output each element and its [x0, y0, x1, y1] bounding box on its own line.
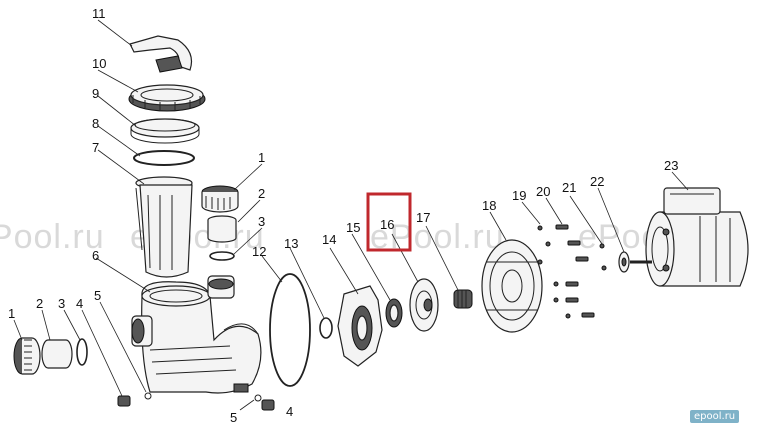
callout-14: 14: [322, 232, 336, 247]
callout-2-lower: 2: [36, 296, 43, 311]
callout-17: 17: [416, 210, 430, 225]
corner-logo: epool.ru: [690, 410, 740, 423]
part-drain-plug-left: [117, 395, 131, 407]
callout-4-bottom: 4: [286, 404, 293, 419]
part-pump-housing: [131, 275, 262, 394]
part-drain-plug-bottom: [261, 399, 275, 411]
part-union-oring-upper: [209, 251, 235, 261]
callout-5-left: 5: [94, 288, 101, 303]
callout-2-upper: 2: [258, 186, 265, 201]
watermark: ePool.ru: [0, 218, 105, 256]
part-clip: [129, 35, 193, 73]
callout-1-upper: 1: [258, 150, 265, 165]
part-washers: [537, 225, 607, 319]
callout-10: 10: [92, 56, 106, 71]
part-union-tail-upper: [207, 215, 237, 243]
callout-3-lower: 3: [58, 296, 65, 311]
part-strainer-basket: [135, 176, 193, 278]
callout-3-upper: 3: [258, 214, 265, 229]
callout-1-lower: 1: [8, 306, 15, 321]
leader-lines: [13, 19, 689, 411]
callout-13: 13: [284, 236, 298, 251]
callout-19: 19: [512, 188, 526, 203]
part-diffuser-oring: [319, 317, 333, 339]
callout-22: 22: [590, 174, 604, 189]
part-slinger: [618, 251, 630, 273]
part-mechanical-seal: [453, 289, 473, 309]
part-union-oring-lower: [76, 338, 88, 366]
part-lid-oring: [133, 150, 195, 166]
part-union-nut-lower: [13, 337, 41, 375]
callout-18: 18: [482, 198, 496, 213]
callout-11: 11: [92, 6, 106, 21]
callout-8: 8: [92, 116, 99, 131]
part-wear-ring: [385, 298, 403, 328]
callout-20: 20: [536, 184, 550, 199]
part-diffuser: [337, 285, 383, 367]
part-union-nut-upper: [201, 185, 239, 213]
callout-15: 15: [346, 220, 360, 235]
part-bolts: [555, 224, 595, 318]
part-drain-washer-left: [144, 392, 152, 400]
callout-6: 6: [92, 248, 99, 263]
part-seal-plate: [481, 239, 543, 333]
callout-23: 23: [664, 158, 678, 173]
callout-16: 16: [380, 217, 394, 232]
part-impeller: [409, 278, 439, 332]
part-lid-ring: [128, 84, 206, 112]
part-motor: [630, 187, 749, 287]
callout-7: 7: [92, 140, 99, 155]
callout-12: 12: [252, 244, 266, 259]
callout-9: 9: [92, 86, 99, 101]
callout-4-left: 4: [76, 296, 83, 311]
part-union-tail-lower: [41, 339, 73, 369]
highlight-box: [366, 192, 412, 252]
part-drain-washer-bottom: [254, 394, 262, 402]
callout-21: 21: [562, 180, 576, 195]
part-lid: [130, 118, 200, 144]
callout-5-bottom: 5: [230, 410, 237, 425]
part-housing-oring: [269, 273, 311, 387]
